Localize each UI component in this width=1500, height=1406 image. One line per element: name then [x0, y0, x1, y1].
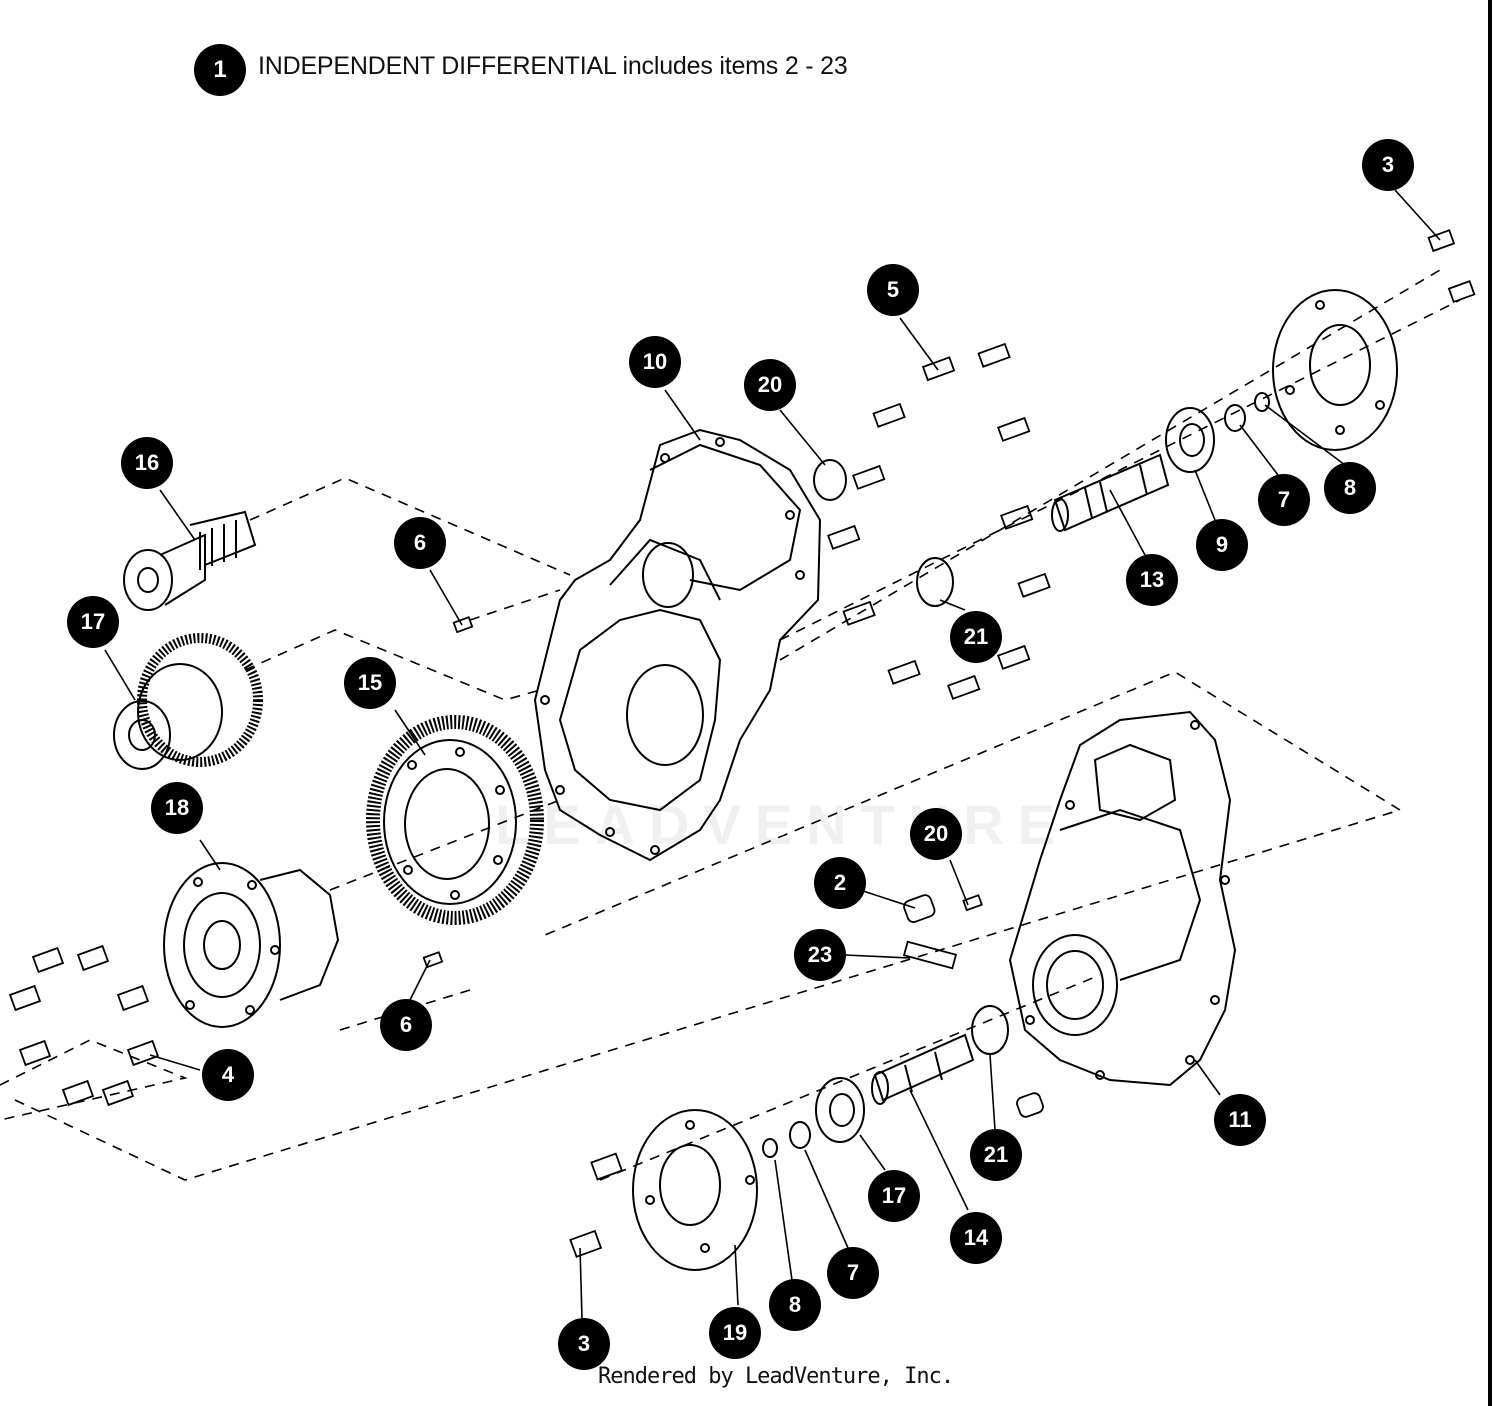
seal-21-upper — [916, 557, 954, 607]
ring-gear-15 — [366, 715, 544, 925]
carrier-18 — [163, 862, 340, 1028]
seal-20 — [813, 459, 847, 501]
header-badge: 1 — [194, 44, 246, 96]
callout-6-upper: 6 — [394, 517, 446, 569]
callout-11: 11 — [1214, 1094, 1266, 1146]
callout-21-upper: 21 — [950, 611, 1002, 663]
callout-21-lower: 21 — [970, 1129, 1022, 1181]
render-credit: Rendered by LeadVenture, Inc. — [598, 1364, 954, 1389]
callout-2: 2 — [814, 857, 866, 909]
output-shaft-14 — [871, 1033, 975, 1105]
callout-17-lower: 17 — [868, 1170, 920, 1222]
callout-7-upper: 7 — [1258, 474, 1310, 526]
callout-20-lower: 20 — [910, 808, 962, 860]
callout-6-lower: 6 — [380, 999, 432, 1051]
callout-7-lower: 7 — [827, 1247, 879, 1299]
callout-15: 15 — [344, 657, 396, 709]
assembly-title: INDEPENDENT DIFFERENTIAL includes items … — [258, 52, 848, 80]
callout-16: 16 — [121, 437, 173, 489]
housing-10 — [533, 428, 822, 862]
callout-10: 10 — [629, 336, 681, 388]
gear-17-upper — [113, 633, 263, 770]
ring-7-lower — [789, 1121, 811, 1149]
callout-17-upper: 17 — [67, 596, 119, 648]
cover-plate-upper — [1272, 289, 1398, 451]
callout-19: 19 — [709, 1307, 761, 1359]
bearing-17-lower — [815, 1077, 865, 1143]
leader-lines — [104, 189, 1441, 1319]
callout-3-upper: 3 — [1362, 139, 1414, 191]
ring-8-upper — [1254, 392, 1270, 412]
callout-8-upper: 8 — [1324, 462, 1376, 514]
callout-18: 18 — [151, 782, 203, 834]
callout-13: 13 — [1126, 554, 1178, 606]
callout-8-lower: 8 — [769, 1279, 821, 1331]
bearing-9 — [1165, 407, 1215, 473]
callout-4: 4 — [202, 1049, 254, 1101]
pinion-shaft-16 — [123, 510, 257, 611]
callout-23: 23 — [794, 929, 846, 981]
housing-11 — [1008, 710, 1237, 1087]
callout-5: 5 — [867, 264, 919, 316]
cover-plate-lower — [632, 1109, 758, 1271]
output-shaft-13 — [1051, 453, 1170, 532]
frame-border — [1488, 0, 1492, 1406]
watermark: LEADVENTURE — [495, 793, 1070, 856]
callout-20-upper: 20 — [744, 359, 796, 411]
fastener-set — [8, 229, 1476, 1258]
callout-3-lower: 3 — [558, 1318, 610, 1370]
callout-9: 9 — [1196, 519, 1248, 571]
ring-8-lower — [762, 1138, 778, 1158]
ring-7-upper — [1224, 404, 1246, 432]
seal-21-lower — [971, 1005, 1009, 1055]
callout-14: 14 — [950, 1212, 1002, 1264]
